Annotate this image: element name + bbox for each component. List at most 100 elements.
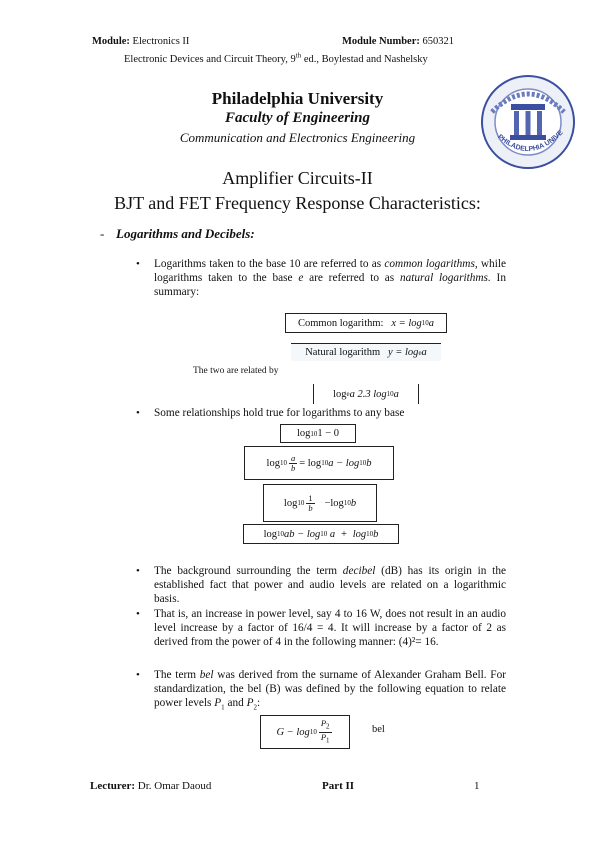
b5-em-bel: bel xyxy=(199,669,214,681)
bullet-dot: • xyxy=(136,565,140,577)
module-number-header: Module Number: 650321 xyxy=(342,36,454,47)
bel-unit: bel xyxy=(372,724,385,735)
b1-em-common: common logarithms, xyxy=(384,258,478,270)
lecturer-name: Dr. Omar Daoud xyxy=(137,780,212,792)
rel3-den: b xyxy=(308,502,313,513)
b5-p1: P xyxy=(214,697,222,710)
module-number-value: 650321 xyxy=(422,36,455,47)
lecturer-label: Lecturer: xyxy=(90,780,135,792)
related-eq-b: a 2.3 log xyxy=(349,388,387,400)
related-eq-c: a xyxy=(393,388,399,400)
b3-text-a: The background surrounding the term xyxy=(154,565,343,577)
rel2-sub: 10 xyxy=(279,459,287,467)
section-dash: - xyxy=(100,226,105,241)
b1-text-d: In summary: xyxy=(154,272,506,299)
rel4-d: b xyxy=(373,528,379,540)
rel3-rhs: −log xyxy=(316,497,344,509)
b3-text-b: (dB) has its origin in the established f… xyxy=(154,565,506,606)
university-name: Philadelphia University xyxy=(211,89,384,108)
bel-num: P xyxy=(320,717,327,728)
rel4-sub: 10 xyxy=(277,530,284,538)
rel2-rhs-sub: 10 xyxy=(321,459,329,467)
bel-lhs: G − log xyxy=(276,726,310,738)
related-eq-sub: e xyxy=(346,390,350,398)
rel2-rhs: = log xyxy=(299,457,322,469)
bel-den: P xyxy=(320,731,327,742)
footer-part: Part II xyxy=(322,780,355,792)
rel4-sub2: 10 xyxy=(320,530,328,538)
bullet-4: That is, an increase in power level, say… xyxy=(154,608,506,649)
module-number-label: Module Number: xyxy=(342,36,420,47)
rel3-rhs2: b xyxy=(350,497,357,509)
university-seal-icon: PHILADELPHIA UNIVERSITY xyxy=(475,67,575,169)
module-value: Electronics II xyxy=(132,36,190,47)
rel1-log: log xyxy=(296,428,311,439)
related-text: The two are related by xyxy=(193,366,279,376)
rel4-a: log xyxy=(263,528,277,540)
b5-and: and xyxy=(224,697,247,710)
rel3-rhs-sub: 10 xyxy=(343,499,351,507)
bullet-dot: • xyxy=(136,669,140,681)
title-line1: Amplifier Circuits-II xyxy=(222,168,373,188)
related-eq-sub2: 10 xyxy=(386,390,394,398)
title-line2: BJT and FET Frequency Response Character… xyxy=(114,193,481,213)
b1-text-c: are referred to as xyxy=(303,272,400,285)
b5-text-b: was derived from the surname of Alexande… xyxy=(154,669,506,710)
rel2-rhs2: a − log xyxy=(328,457,360,469)
b1-text-b: while logarithms taken to the base xyxy=(154,258,506,285)
department-name: Communication and Electronics Engineerin… xyxy=(179,130,416,145)
bullet-2: Some relationships hold true for logarit… xyxy=(154,407,405,419)
natural-log-sub: e xyxy=(418,348,422,357)
rel4-sub3: 10 xyxy=(366,530,374,538)
b5-s2: 2 xyxy=(253,703,258,712)
natural-log-label: Natural logarithm xyxy=(305,347,381,358)
reference-line: Electronic Devices and Circuit Theory, 9… xyxy=(124,51,428,65)
rel1-sub: 10 xyxy=(310,429,318,438)
section-heading: Logarithms and Decibels: xyxy=(116,226,255,241)
page-number: 1 xyxy=(474,780,480,792)
related-eq-a: log xyxy=(333,388,347,400)
rel3-lhs: log xyxy=(283,497,298,509)
rel2-rhs3: b xyxy=(366,457,372,469)
rel2-num: a xyxy=(288,452,298,464)
bullet-1: Logarithms taken to the base 10 are refe… xyxy=(154,257,506,300)
rel4-c: a + log xyxy=(327,528,367,540)
bel-sub: 10 xyxy=(309,728,317,736)
footer-lecturer: Lecturer: Dr. Omar Daoud xyxy=(90,780,211,792)
rel3-num: 1 xyxy=(306,492,315,504)
faculty-name: Faculty of Engineering xyxy=(224,110,370,126)
b5-s1: 1 xyxy=(221,703,225,712)
rel2-den: b xyxy=(290,462,296,473)
b5-text-a: The term xyxy=(154,669,200,681)
b1-text-a: Logarithms taken to the base 10 are refe… xyxy=(154,258,385,270)
common-log-eq: x = log xyxy=(391,317,422,329)
rel1-rest: 1 − 0 xyxy=(317,428,340,439)
b5-end: : xyxy=(257,697,261,710)
module-label: Module: xyxy=(92,36,130,47)
common-log-sub: 10 xyxy=(421,319,429,327)
bullet-dot: • xyxy=(136,407,140,419)
bel-num-sub: 2 xyxy=(326,722,330,731)
rel4-b: ab − log xyxy=(284,528,321,540)
rel2-lhs: log xyxy=(266,457,280,469)
b1-em-e: e xyxy=(298,272,304,285)
reference-text: Electronic Devices and Circuit Theory, 9… xyxy=(124,51,428,65)
bel-den-sub: 1 xyxy=(326,736,330,745)
bullet-5: The term bel was derived from the surnam… xyxy=(154,668,506,715)
bullet-dot: • xyxy=(136,258,140,270)
rel3-sub: 10 xyxy=(297,499,305,507)
bullet-3: The background surrounding the term deci… xyxy=(154,564,506,607)
b3-em-decibel: decibel xyxy=(342,565,376,577)
common-log-label: Common logarithm: xyxy=(297,317,384,329)
bullet-dot: • xyxy=(136,608,140,620)
